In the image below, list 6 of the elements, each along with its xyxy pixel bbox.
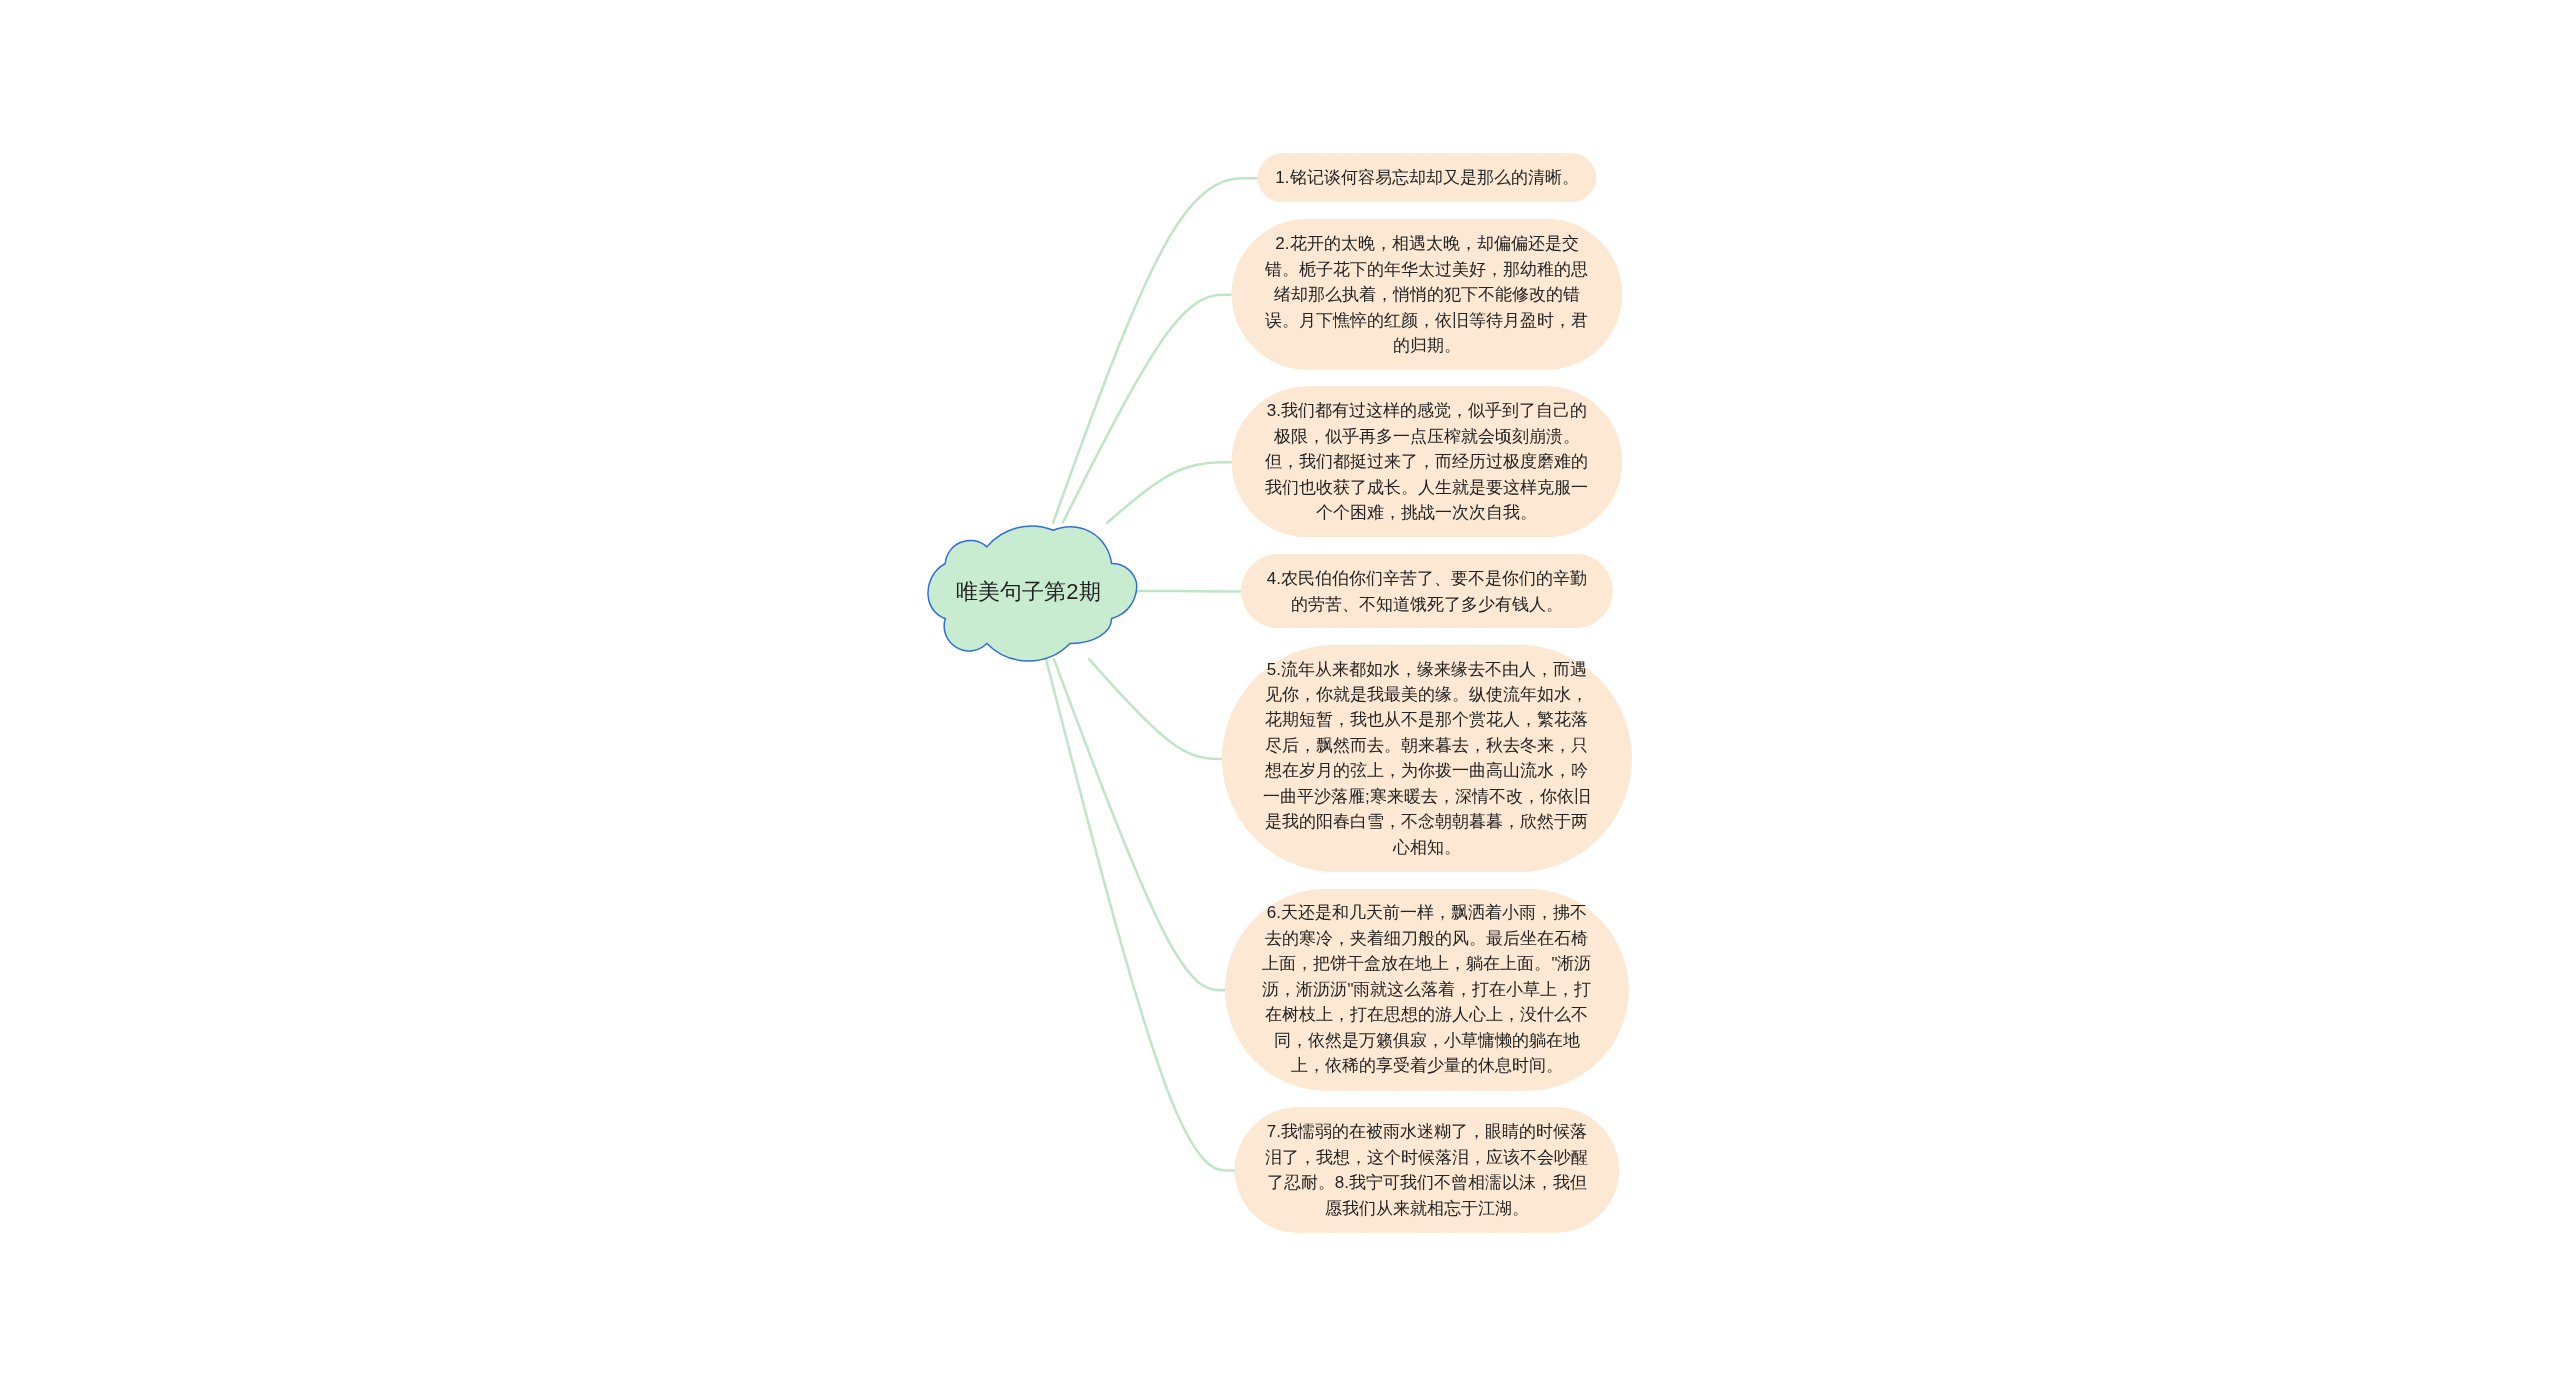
- connector: [1052, 658, 1227, 992]
- connector: [1045, 658, 1237, 1172]
- connector: [1052, 176, 1260, 524]
- connector: [1061, 293, 1234, 525]
- connector: [1105, 460, 1234, 525]
- connector: [1088, 657, 1224, 761]
